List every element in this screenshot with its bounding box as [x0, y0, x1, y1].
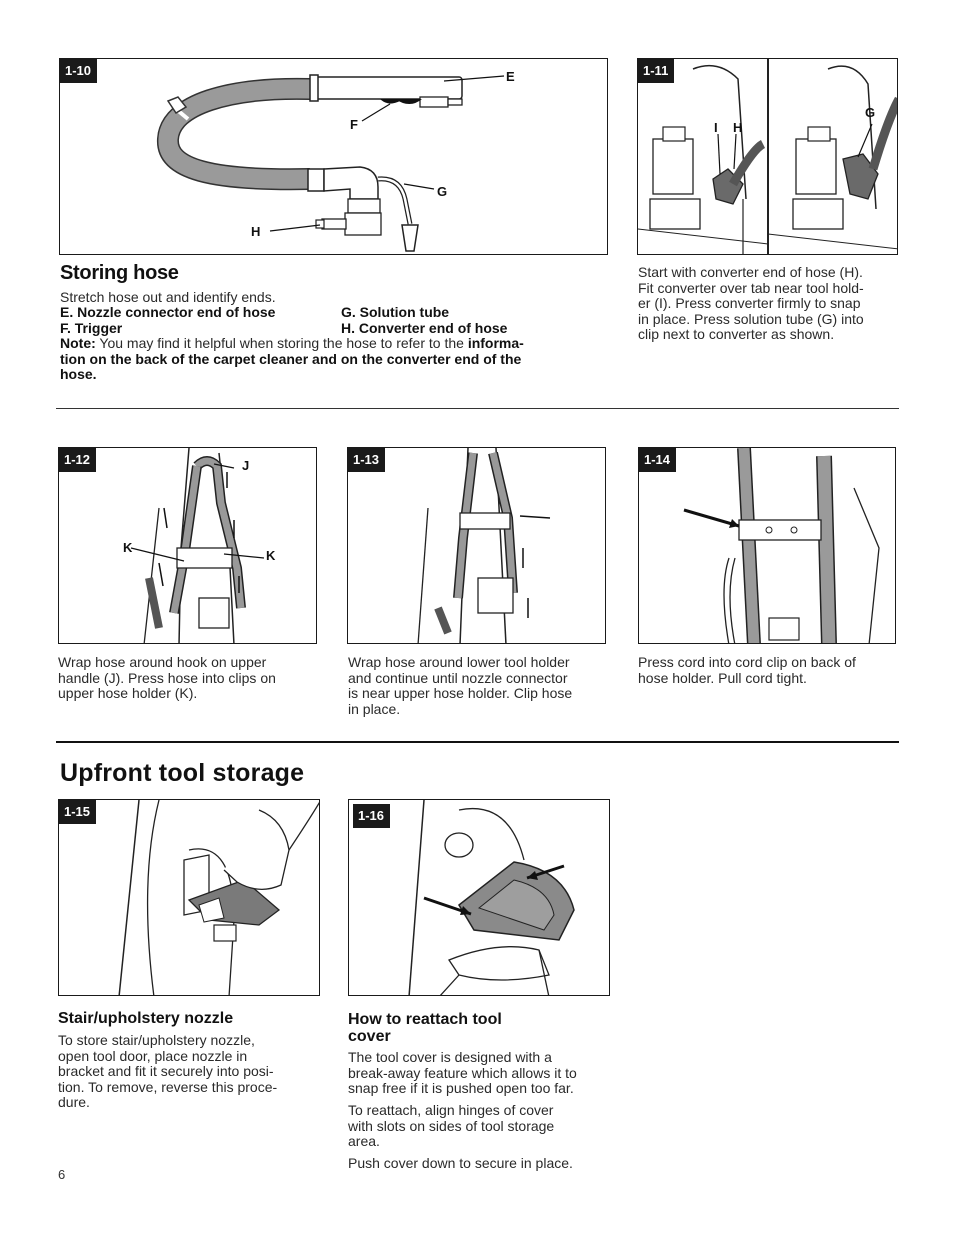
caption-line: Wrap hose around lower tool holder — [348, 654, 570, 670]
note-bold-1: informa- — [467, 335, 524, 351]
reattach-heading-line: cover — [348, 1028, 391, 1045]
text-line: snap free if it is pushed open too far. — [348, 1080, 574, 1096]
reattach-paragraph-1: The tool cover is designed with a break-… — [348, 1049, 618, 1097]
figure-tag: 1-16 — [353, 804, 391, 828]
reattach-paragraph-2: To reattach, align hinges of cover with … — [348, 1102, 618, 1150]
caption-1-11: Start with converter end of hose (H). Fi… — [638, 264, 900, 343]
storing-hose-heading: Storing hose — [60, 262, 179, 284]
caption-line: Fit converter over tab near tool hold- — [638, 279, 864, 296]
upfront-heading: Upfront tool storage — [60, 759, 305, 787]
caption-line: in place. Press solution tube (G) into — [638, 310, 864, 327]
label-g: G — [437, 184, 448, 199]
label-j: J — [242, 458, 250, 473]
figure-tag: 1-12 — [59, 448, 97, 472]
stair-upholstery-text: To store stair/upholstery nozzle, open t… — [58, 1032, 320, 1111]
figure-1-11: 1-11 I H G — [637, 58, 898, 255]
note-text: You may find it helpful when storing the… — [99, 335, 464, 351]
caption-line: Wrap hose around hook on upper — [58, 654, 267, 670]
section-divider — [56, 741, 899, 743]
figure-1-14: 1-14 — [638, 447, 896, 644]
caption-1-13: Wrap hose around lower tool holder and c… — [348, 654, 610, 717]
figure-tag: 1-10 — [60, 59, 98, 83]
caption-line: Start with converter end of hose (H). — [638, 264, 863, 280]
figure-1-12: 1-12 J K K — [58, 447, 317, 644]
text-line: Push cover down to secure in place. — [348, 1155, 573, 1171]
cord-clip-illustration — [683, 448, 880, 643]
reattach-paragraph-3: Push cover down to secure in place. — [348, 1155, 618, 1172]
caption-1-14: Press cord into cord clip on back of hos… — [638, 654, 900, 686]
figure-1-15: 1-15 — [58, 799, 320, 996]
text-line: bracket and fit it securely into posi- — [58, 1063, 274, 1079]
label-g: G — [865, 105, 876, 120]
label-i: I — [714, 120, 718, 135]
part-h: H. Converter end of hose — [341, 320, 508, 336]
stair-upholstery-heading: Stair/upholstery nozzle — [58, 1010, 234, 1027]
caption-line: clip next to converter as shown. — [638, 326, 835, 342]
caption-line: and continue until nozzle connector — [348, 669, 568, 686]
figure-tag: 1-15 — [59, 800, 97, 824]
hose-illustration — [157, 74, 505, 252]
note: Note: You may find it helpful when stori… — [60, 335, 600, 352]
figure-1-10: 1-10 E F G H — [59, 58, 608, 255]
reattach-heading-line: How to reattach tool — [348, 1011, 502, 1028]
part-g: G. Solution tube — [341, 304, 450, 320]
tool-holder-wrap-illustration — [417, 448, 551, 643]
figure-tag: 1-11 — [638, 59, 675, 83]
note-bold-2: tion on the back of the carpet cleaner a… — [60, 351, 522, 367]
storing-hose-intro: Stretch hose out and identify ends. — [60, 289, 276, 305]
figure-1-16: 1-16 — [348, 799, 610, 996]
text-line: To store stair/upholstery nozzle, — [58, 1032, 255, 1048]
caption-line: is near upper hose holder. Clip hose — [348, 685, 573, 701]
caption-line: upper hose holder (K). — [58, 685, 198, 701]
part-e: E. Nozzle connector end of hose — [60, 304, 276, 320]
part-f: F. Trigger — [60, 320, 123, 336]
text-line: break-away feature which allows it to — [348, 1064, 577, 1081]
text-line: area. — [348, 1133, 380, 1149]
label-h: H — [251, 224, 261, 239]
text-line: To reattach, align hinges of cover — [348, 1102, 554, 1118]
caption-line: hose holder. Pull cord tight. — [638, 669, 807, 686]
section-divider — [56, 408, 899, 409]
caption-line: er (I). Press converter firmly to snap — [638, 295, 861, 311]
label-e: E — [506, 69, 515, 84]
figure-tag: 1-13 — [348, 448, 386, 472]
text-line: dure. — [58, 1094, 90, 1110]
label-f: F — [350, 117, 358, 132]
reattach-heading: How to reattach tool cover — [348, 1011, 502, 1045]
label-h: H — [733, 120, 743, 135]
text-line: with slots on sides of tool storage — [348, 1117, 555, 1134]
converter-illustration — [638, 59, 897, 254]
label-k-left: K — [123, 540, 133, 555]
page-number: 6 — [58, 1167, 66, 1182]
figure-tag: 1-14 — [639, 448, 677, 472]
caption-line: Press cord into cord clip on back of — [638, 654, 856, 670]
caption-1-12: Wrap hose around hook on upper handle (J… — [58, 654, 320, 702]
text-line: open tool door, place nozzle in — [58, 1047, 248, 1064]
text-line: tion. To remove, reverse this proce- — [58, 1078, 278, 1095]
caption-line: handle (J). Press hose into clips on — [58, 669, 276, 686]
figure-1-13: 1-13 — [347, 447, 606, 644]
tool-cover-illustration — [408, 800, 575, 995]
note-label: Note: — [60, 335, 96, 351]
caption-line: in place. — [348, 700, 401, 717]
text-line: The tool cover is designed with a — [348, 1049, 552, 1065]
note-bold-3: hose. — [60, 366, 97, 382]
hook-wrap-illustration — [130, 448, 265, 643]
nozzle-storage-illustration — [118, 800, 319, 995]
label-k-right: K — [266, 548, 276, 563]
